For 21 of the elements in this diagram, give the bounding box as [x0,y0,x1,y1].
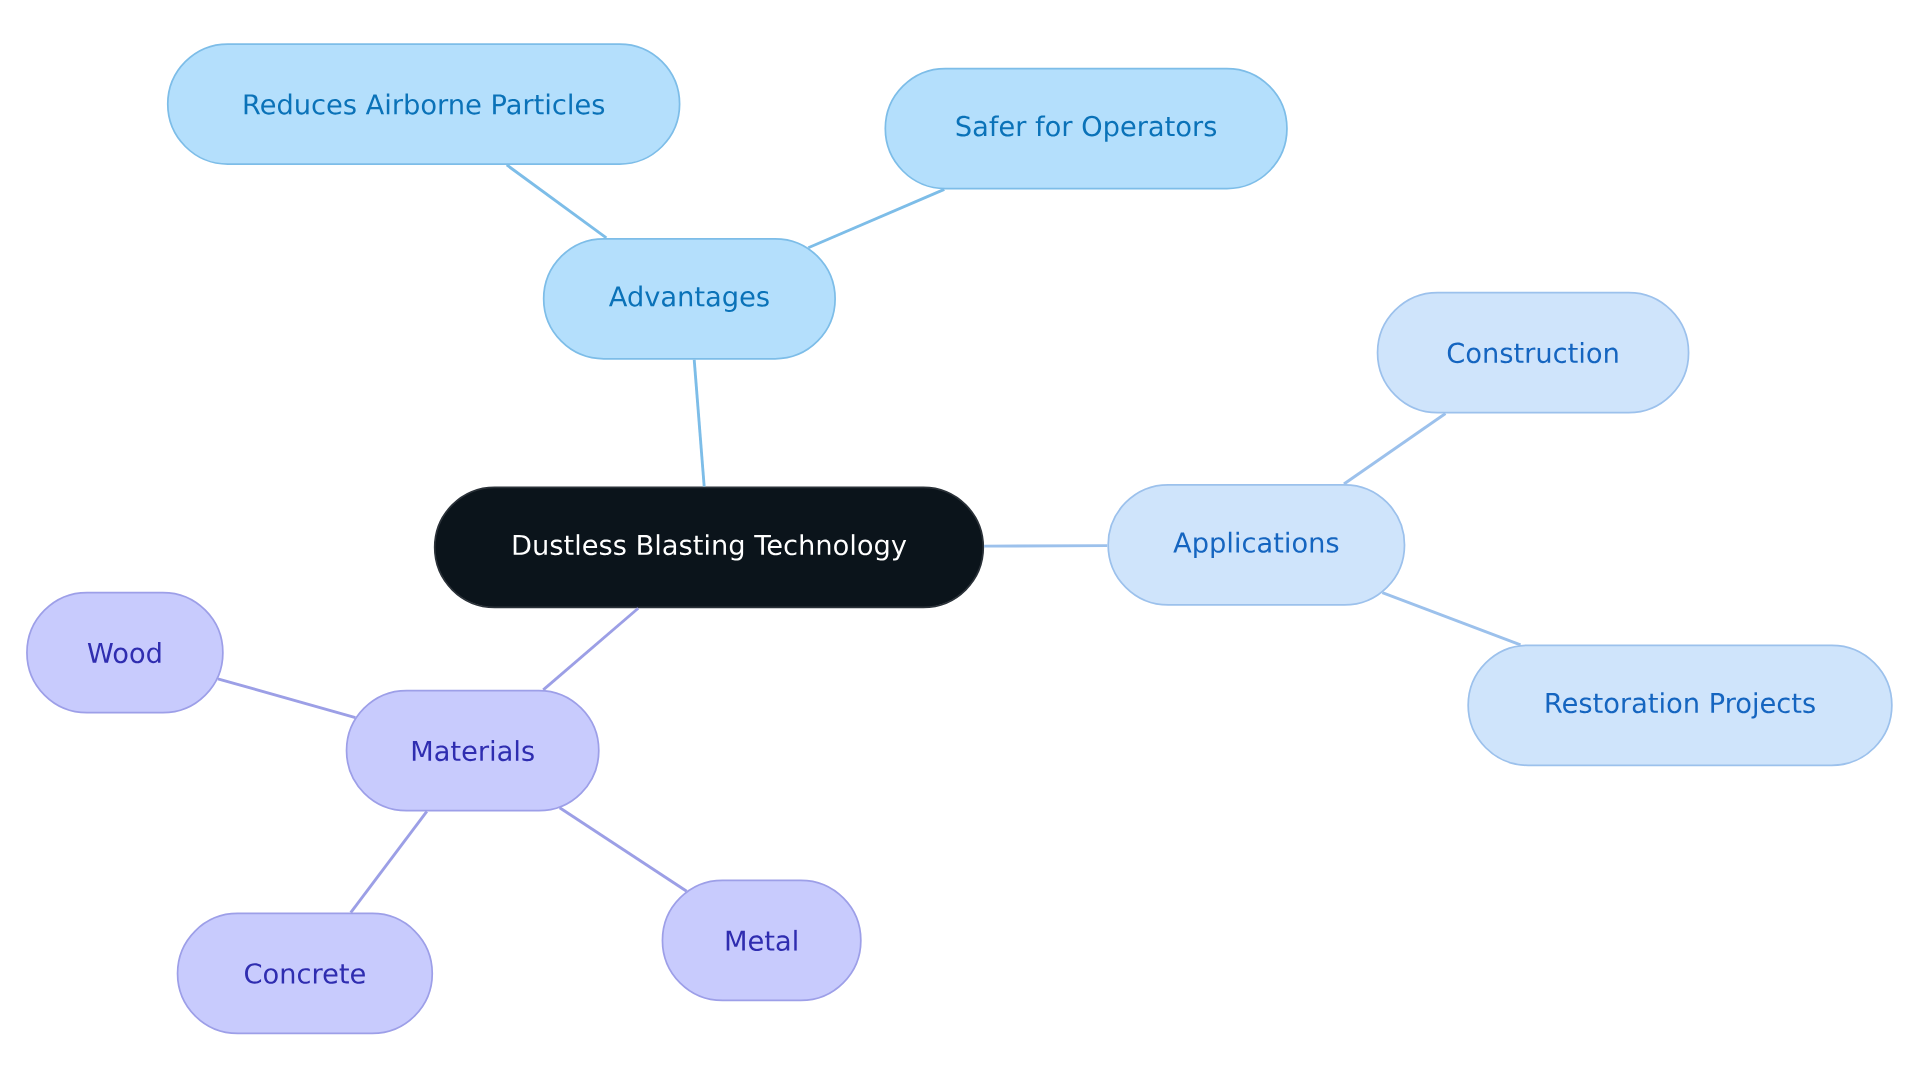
topic-box: Materials [345,689,600,812]
connector-line [349,810,428,914]
topic-box: Metal [661,879,862,1002]
topic-box: Restoration Projects [1467,644,1893,766]
connector-line [217,677,356,719]
connector-line [505,163,608,239]
topic-box: Reduces Airborne Particles [166,43,681,165]
topic-box: Concrete [176,912,434,1035]
connector-line [542,606,640,691]
connector-line [807,187,945,249]
topic-box: Advantages [542,237,836,360]
topic-box: Wood [26,591,224,714]
central-topic-box: Dustless Blasting Technology [433,486,985,608]
connector-line [1343,412,1447,485]
connector-line [1381,591,1522,647]
connector-line [558,806,688,893]
connector-line [984,543,1108,548]
topic-box: Safer for Operators [884,67,1288,190]
connector-line [692,359,706,487]
topic-box: Construction [1376,291,1690,414]
topic-box: Applications [1107,483,1406,606]
